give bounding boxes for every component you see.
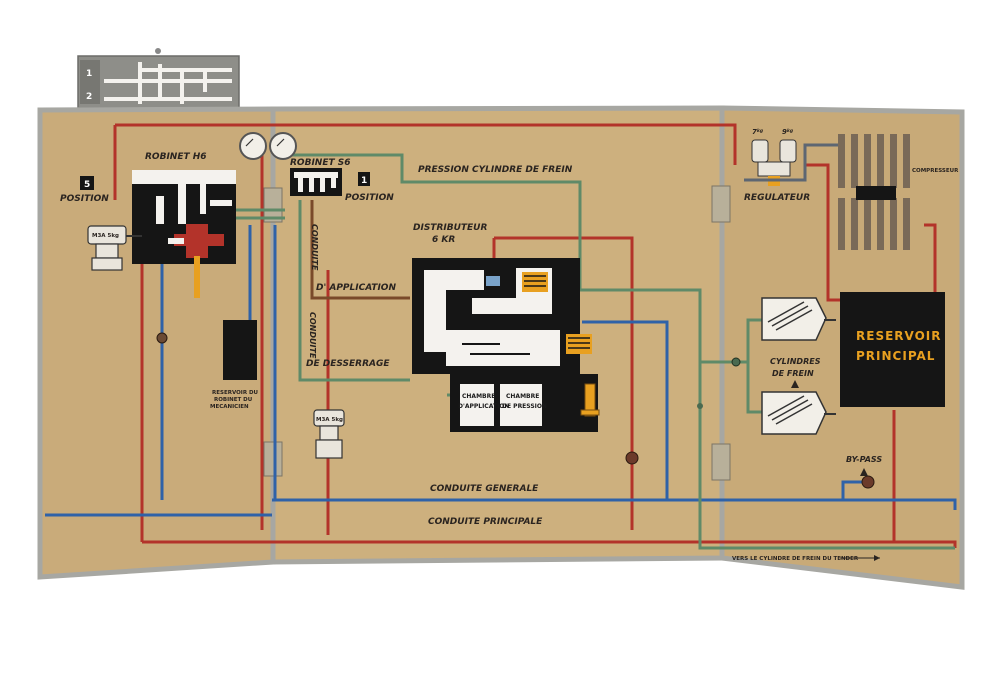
conduite-desserrage-label-1: CONDUITE xyxy=(308,312,317,359)
position-card: 1 2 xyxy=(77,48,240,109)
conduite-application-label-2: D' APPLICATION xyxy=(316,283,396,293)
position-badges: 5 1 xyxy=(80,172,370,190)
chambre-application-label-2: D'APPLICATION xyxy=(458,403,509,410)
regulateur-label: REGULATEUR xyxy=(744,193,810,203)
reservoir-principal-tank xyxy=(840,292,945,407)
compresseur-label: COMPRESSEUR xyxy=(912,168,959,174)
card-number-1: 1 xyxy=(86,69,92,79)
conduite-desserrage-label-2: DE DESSERRAGE xyxy=(306,359,390,369)
by-pass-label: BY-PASS xyxy=(846,455,882,464)
vers-cylindre-tender-label: VERS LE CYLINDRE DE FREIN DU TENDER xyxy=(732,556,859,562)
position-right-label: POSITION xyxy=(345,193,394,203)
conduite-application-label-1: CONDUITE xyxy=(310,224,319,271)
distributeur-label: DISTRIBUTEUR xyxy=(413,223,487,233)
distributeur-model-label: 6 KR xyxy=(432,235,455,245)
robinet-h6 xyxy=(132,170,236,298)
cylindres-frein-label-2: DE FREIN xyxy=(772,369,814,378)
regulateur-7-label: 7kg xyxy=(752,128,764,136)
arrows xyxy=(791,380,880,561)
robinet-h6-label: ROBINET H6 xyxy=(145,152,207,162)
reservoir-robinet-label-3: MECANICIEN xyxy=(210,404,249,410)
conduite-generale-label: CONDUITE GENERALE xyxy=(430,484,539,494)
chambre-pression-label-2: DE PRESSION xyxy=(502,403,547,410)
m3a-valve-right xyxy=(313,409,345,459)
regulateur-device xyxy=(744,139,804,186)
blue-pipes xyxy=(45,225,957,517)
card-knob xyxy=(155,48,161,54)
m3a-left-label: M3A 5kg xyxy=(92,233,119,239)
position-left-number: 5 xyxy=(84,180,90,190)
orange-plunger xyxy=(580,383,600,417)
card-number-2: 2 xyxy=(86,92,92,102)
gauges xyxy=(239,132,297,160)
position-left-label: POSITION xyxy=(60,194,109,204)
brake-cylinders xyxy=(761,297,836,435)
pression-cylindre-label: PRESSION CYLINDRE DE FREIN xyxy=(418,165,573,175)
reservoir-principal-label-2: PRINCIPAL xyxy=(856,349,935,363)
chambre-application-label-1: CHAMBRE xyxy=(462,393,495,400)
compresseur-device xyxy=(838,134,910,250)
robinet-s6-label: ROBINET S6 xyxy=(290,158,351,168)
m3a-valve-left xyxy=(87,225,142,271)
chambre-pression-label-1: CHAMBRE xyxy=(506,393,539,400)
reservoir-mecanicien xyxy=(223,320,257,380)
distributeur-6kr xyxy=(412,258,598,432)
reservoir-robinet-label-1: RESERVOIR DU xyxy=(212,390,258,396)
brown-pipes xyxy=(310,200,410,300)
hinges xyxy=(263,185,731,481)
position-right-number: 1 xyxy=(361,176,367,186)
m3a-right-label: M3A 5kg xyxy=(316,417,343,423)
robinet-s6 xyxy=(290,168,342,196)
cylindres-frein-label-1: CYLINDRES xyxy=(770,357,821,366)
conduite-principale-label: CONDUITE PRINCIPALE xyxy=(428,517,543,527)
pipe-valves xyxy=(156,332,875,489)
regulateur-9-label: 9kg xyxy=(782,128,794,136)
red-pipes xyxy=(113,123,957,548)
reservoir-robinet-label-2: ROBINET DU xyxy=(214,397,252,403)
reservoir-principal-label-1: RESERVOIR xyxy=(856,329,942,343)
